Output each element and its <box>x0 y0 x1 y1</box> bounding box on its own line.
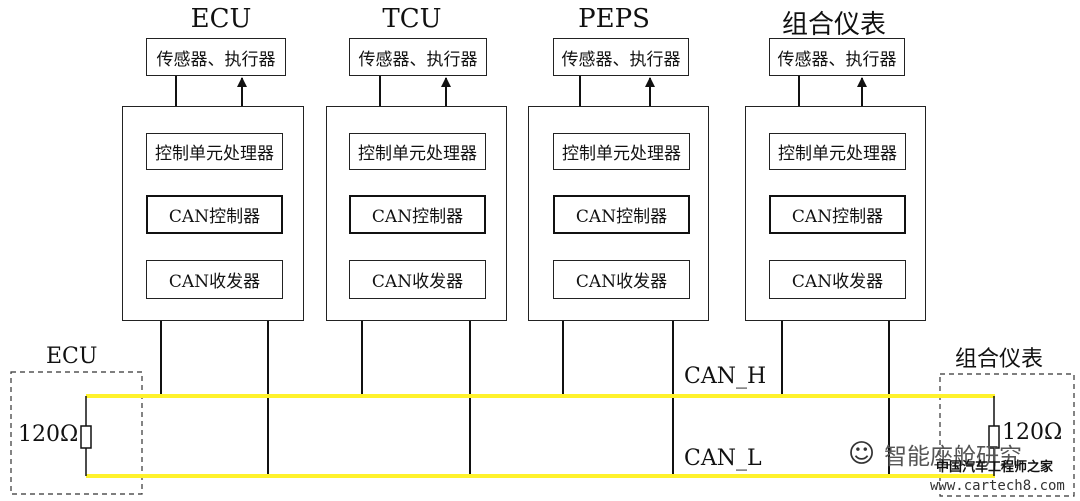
sensor-actuator-box-3: 传感器、执行器 <box>553 38 689 76</box>
right-terminator-box <box>939 373 1075 497</box>
left-terminator-box <box>10 371 143 495</box>
sensor-actuator-box-1: 传感器、执行器 <box>146 38 286 76</box>
left-terminator-title: ECU <box>46 344 98 369</box>
can-h-label: CAN_H <box>684 364 767 389</box>
wechat-logo-icon: ☺ <box>848 439 876 469</box>
watermark-url: www.cartech8.com <box>930 478 1065 494</box>
ecu-title-4: 组合仪表 <box>781 10 887 40</box>
ecu-title-3: PEPS <box>578 4 650 34</box>
can-l-label: CAN_L <box>684 446 762 471</box>
ecu-title-2: TCU <box>382 4 442 34</box>
sensor-actuator-box-2: 传感器、执行器 <box>349 38 487 76</box>
can-transceiver-box-3: CAN收发器 <box>553 260 690 299</box>
can-transceiver-box-4: CAN收发器 <box>769 260 906 299</box>
ecu-title-1: ECU <box>190 4 252 34</box>
watermark-channel: 智能座舱研究 <box>884 444 1022 470</box>
left-resistor-icon <box>80 425 92 449</box>
right-resistance-label: 120Ω <box>1002 420 1063 445</box>
can-controller-box-2: CAN控制器 <box>349 195 486 234</box>
right-terminator-title: 组合仪表 <box>955 347 1044 372</box>
can-controller-box-1: CAN控制器 <box>146 195 283 234</box>
watermark-site-name: 中国汽车工程师之家 <box>936 460 1054 475</box>
processor-box-2: 控制单元处理器 <box>349 133 486 170</box>
can-controller-box-3: CAN控制器 <box>553 195 690 234</box>
left-resistance-label: 120Ω <box>18 422 79 447</box>
processor-box-4: 控制单元处理器 <box>769 133 906 170</box>
sensor-actuator-box-4: 传感器、执行器 <box>769 38 905 76</box>
can-transceiver-box-1: CAN收发器 <box>146 260 283 299</box>
can-transceiver-box-2: CAN收发器 <box>349 260 486 299</box>
processor-box-3: 控制单元处理器 <box>553 133 690 170</box>
processor-box-1: 控制单元处理器 <box>146 133 283 170</box>
can-controller-box-4: CAN控制器 <box>769 195 906 234</box>
